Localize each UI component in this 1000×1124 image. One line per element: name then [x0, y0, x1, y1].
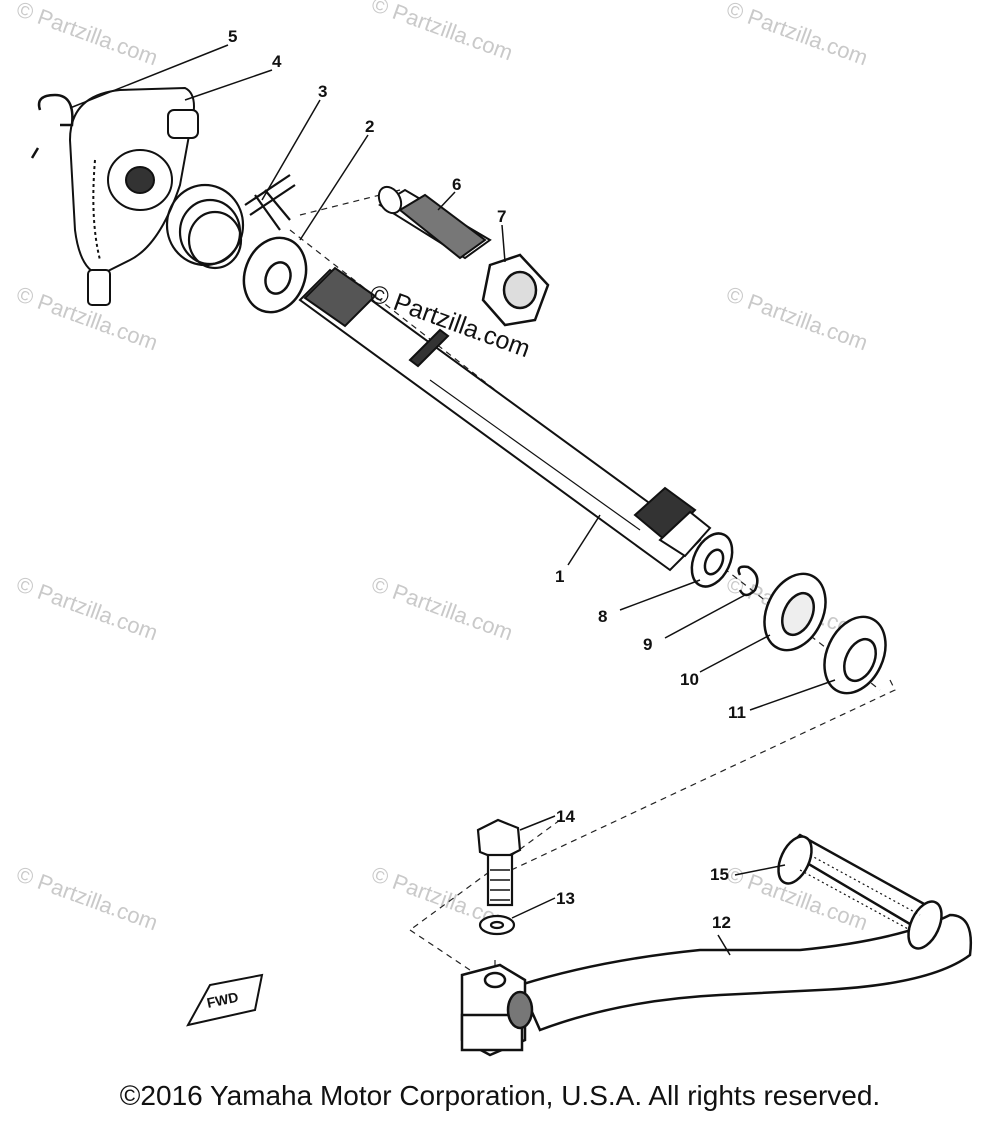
part-14-bolt [476, 818, 522, 907]
watermark: © Partzilla.com [13, 571, 161, 645]
watermark: © Partzilla.com [368, 0, 516, 65]
part-12-shift-pedal [460, 913, 973, 1057]
fwd-arrow-icon: FWD [186, 973, 264, 1027]
callout-1: 1 [555, 567, 564, 586]
callout-8: 8 [598, 607, 607, 626]
callout-2: 2 [365, 117, 374, 136]
part-7-nut [481, 253, 550, 327]
part-1-shift-shaft [298, 266, 712, 572]
parts-diagram: © Partzilla.com © Partzilla.com © Partzi… [13, 0, 973, 1057]
watermark: © Partzilla.com [723, 0, 871, 70]
watermark: © Partzilla.com [723, 281, 871, 355]
part-6-bolt [377, 185, 492, 260]
callout-4: 4 [272, 52, 282, 71]
callout-10: 10 [680, 670, 699, 689]
fwd-label: FWD [205, 989, 240, 1011]
callout-11: 11 [728, 703, 746, 722]
part-13-washer [478, 914, 516, 936]
callout-numbers: 5 4 3 2 6 7 1 8 9 10 11 14 13 15 12 [228, 27, 746, 932]
watermark: © Partzilla.com [13, 0, 161, 70]
watermark: © Partzilla.com [368, 571, 516, 645]
callout-14: 14 [556, 807, 575, 826]
part-8-washer [690, 532, 734, 588]
callout-3: 3 [318, 82, 327, 101]
leader-lines [69, 44, 836, 956]
part-9-circlip [737, 565, 759, 597]
part-10-oil-seal [763, 572, 827, 652]
part-3-spring [165, 174, 296, 270]
part-11-cover [823, 615, 887, 695]
copyright-notice: ©2016 Yamaha Motor Corporation, U.S.A. A… [119, 1080, 881, 1111]
part-2-washer [242, 236, 308, 314]
callout-6: 6 [452, 175, 461, 194]
part-5-circlip [30, 93, 74, 159]
watermark: © Partzilla.com [13, 861, 161, 935]
callout-15: 15 [710, 865, 729, 884]
callout-13: 13 [556, 889, 575, 908]
callout-5: 5 [228, 27, 237, 46]
callout-12: 12 [712, 913, 731, 932]
callout-9: 9 [643, 635, 652, 654]
part-15-pedal-rubber [777, 833, 943, 950]
callout-7: 7 [497, 207, 506, 226]
part-4-shift-arm [68, 86, 199, 306]
